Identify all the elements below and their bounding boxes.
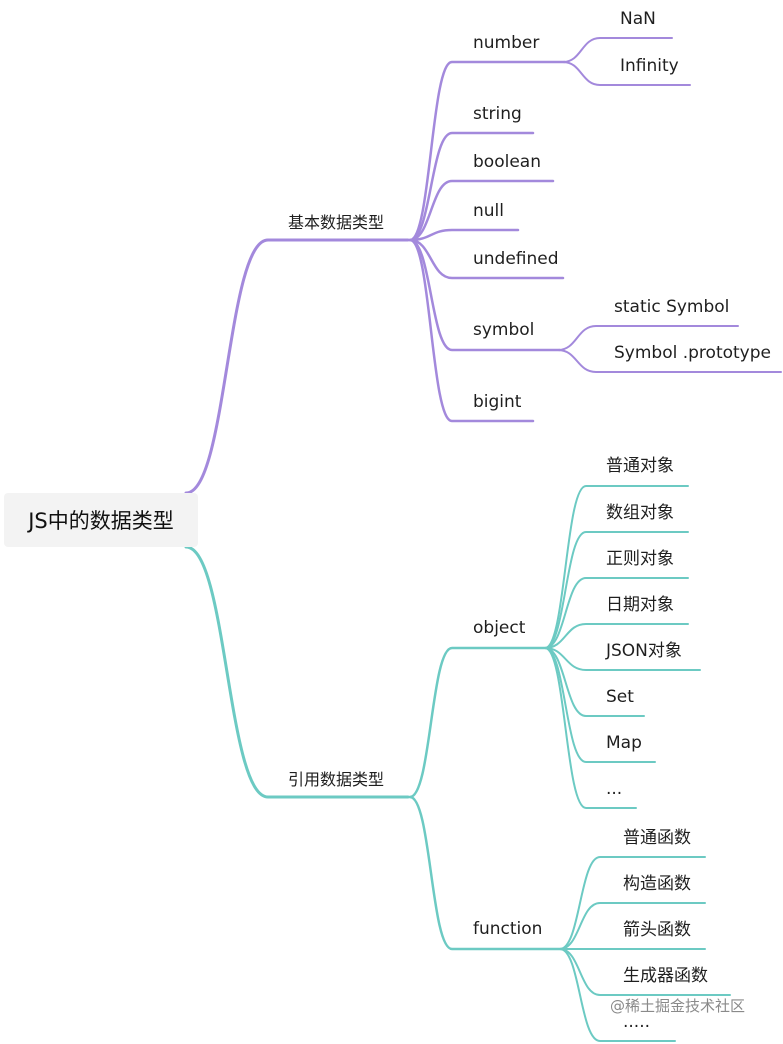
root-node-label: JS中的数据类型 xyxy=(28,509,174,533)
edge-primitive-string xyxy=(408,131,535,242)
edge-symbol-static xyxy=(557,325,739,351)
node-json-object[interactable]: JSON对象 xyxy=(606,641,682,661)
edge-primitive-symbol xyxy=(408,238,562,352)
edge-primitive-number xyxy=(408,60,567,242)
node-object-more[interactable]: ... xyxy=(606,779,623,799)
edge-object-array xyxy=(544,531,689,649)
edge-number-infinity xyxy=(562,61,691,86)
node-symbol[interactable]: symbol xyxy=(473,320,535,340)
edge-object-plain xyxy=(544,485,689,649)
watermark: @稀土掘金技术社区 xyxy=(610,997,746,1015)
edge-function-generator xyxy=(559,948,731,996)
node-boolean[interactable]: boolean xyxy=(473,152,541,172)
node-constructor-function[interactable]: 构造函数 xyxy=(623,874,691,894)
node-undefined[interactable]: undefined xyxy=(473,249,559,269)
node-bigint[interactable]: bigint xyxy=(473,392,522,412)
root-node[interactable]: JS中的数据类型 xyxy=(4,493,198,547)
edge-reference-object xyxy=(408,646,550,799)
node-function[interactable]: function xyxy=(473,919,543,939)
edge-root-primitive xyxy=(184,238,410,495)
edge-root-reference xyxy=(184,545,410,799)
edge-number-nan xyxy=(562,37,673,63)
edge-function-constructor xyxy=(559,902,706,950)
node-regexp-object[interactable]: 正则对象 xyxy=(606,549,674,569)
node-nan[interactable]: NaN xyxy=(620,9,656,29)
edge-symbol-prototype xyxy=(557,349,782,373)
node-generator-function[interactable]: 生成器函数 xyxy=(623,966,708,986)
edge-function-more xyxy=(559,948,676,1042)
node-reference-types[interactable]: 引用数据类型 xyxy=(288,770,385,789)
node-arrow-function[interactable]: 箭头函数 xyxy=(623,920,691,940)
node-array-object[interactable]: 数组对象 xyxy=(606,503,674,523)
node-date-object[interactable]: 日期对象 xyxy=(606,595,674,615)
node-plain-object[interactable]: 普通对象 xyxy=(606,456,674,476)
node-symbol-prototype[interactable]: Symbol .prototype xyxy=(614,343,771,363)
edge-primitive-null xyxy=(408,228,520,242)
node-primitive-types[interactable]: 基本数据类型 xyxy=(288,213,385,232)
node-number[interactable]: number xyxy=(473,33,540,53)
node-infinity[interactable]: Infinity xyxy=(620,56,679,76)
edge-primitive-undefined xyxy=(408,238,565,280)
node-object[interactable]: object xyxy=(473,618,526,638)
edge-object-json xyxy=(544,647,701,671)
edge-reference-function xyxy=(408,795,565,951)
edge-primitive-bigint xyxy=(408,238,535,423)
edge-primitive-boolean xyxy=(408,179,555,242)
edge-object-regexp xyxy=(544,577,689,649)
edge-function-plain xyxy=(559,856,706,950)
node-static-symbol[interactable]: static Symbol xyxy=(614,297,730,317)
node-plain-function[interactable]: 普通函数 xyxy=(623,828,691,848)
node-set[interactable]: Set xyxy=(606,687,634,707)
node-map[interactable]: Map xyxy=(606,733,642,753)
node-null[interactable]: null xyxy=(473,201,504,221)
node-string[interactable]: string xyxy=(473,104,522,124)
edge-object-more xyxy=(544,647,637,809)
edge-object-date xyxy=(544,623,689,649)
node-function-more[interactable]: ..... xyxy=(623,1012,651,1032)
